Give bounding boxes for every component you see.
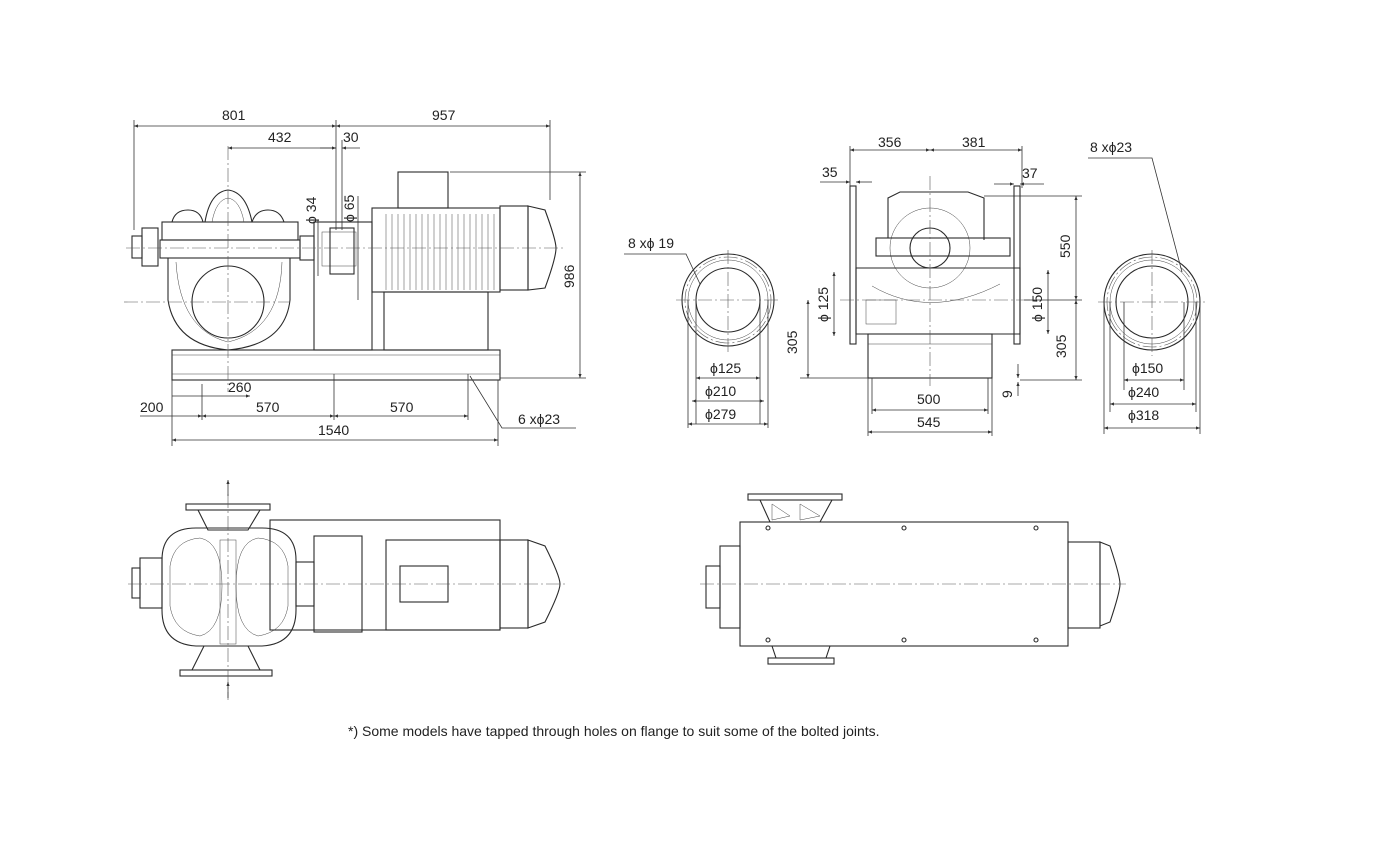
side-dim-9: 9 (999, 390, 1015, 398)
dim-432: 432 (268, 129, 292, 145)
side-dim-37: 37 (1022, 165, 1038, 181)
footnote: *) Some models have tapped through holes… (348, 723, 880, 739)
top-plan-view (128, 480, 568, 700)
side-dim-381: 381 (962, 134, 986, 150)
dim-986: 986 (561, 264, 577, 288)
side-dim-305-right: 305 (1053, 334, 1069, 358)
motor-cooling-fins (385, 214, 495, 290)
discharge-diameter-240: ϕ240 (1128, 384, 1159, 400)
side-diameter-125: ϕ 125 (815, 287, 831, 322)
suction-diameter-125: ϕ125 (710, 360, 741, 376)
dim-957: 957 (432, 107, 456, 123)
suction-diameter-210: ϕ210 (705, 383, 736, 399)
dim-260: 260 (228, 379, 252, 395)
dim-30: 30 (343, 129, 359, 145)
side-dim-356: 356 (878, 134, 902, 150)
suction-flange-holes: 8 xϕ 19 (628, 235, 674, 251)
discharge-flange-holes: 8 xϕ23 (1090, 139, 1132, 155)
side-diameter-150: ϕ 150 (1029, 287, 1045, 322)
side-dim-305-left: 305 (784, 330, 800, 354)
suction-diameter-279: ϕ279 (705, 406, 736, 422)
discharge-diameter-150: ϕ150 (1132, 360, 1163, 376)
dim-diameter-34: ϕ 34 (303, 196, 319, 224)
side-dim-35: 35 (822, 164, 838, 180)
dim-570-left: 570 (256, 399, 280, 415)
side-dim-545: 545 (917, 414, 941, 430)
discharge-diameter-318: ϕ318 (1128, 407, 1159, 423)
discharge-flange-view: 8 xϕ23 ϕ150 ϕ240 ϕ318 (1088, 139, 1206, 434)
dim-801: 801 (222, 107, 246, 123)
dim-1540: 1540 (318, 422, 349, 438)
suction-flange-view: 8 xϕ 19 ϕ125 ϕ210 ϕ279 (624, 235, 780, 428)
dim-diameter-65: ϕ 65 (341, 194, 357, 222)
base-holes-callout: 6 xϕ23 (518, 411, 560, 427)
side-dim-500: 500 (917, 391, 941, 407)
front-elevation-view: 801 957 432 30 ϕ 34 ϕ 65 986 260 200 570… (124, 107, 586, 446)
side-dim-550: 550 (1057, 234, 1073, 258)
side-end-view: 356 381 35 37 550 ϕ 125 ϕ 150 305 305 50… (784, 134, 1082, 436)
dim-570-right: 570 (390, 399, 414, 415)
bottom-plan-view (700, 493, 1126, 665)
dim-200: 200 (140, 399, 164, 415)
